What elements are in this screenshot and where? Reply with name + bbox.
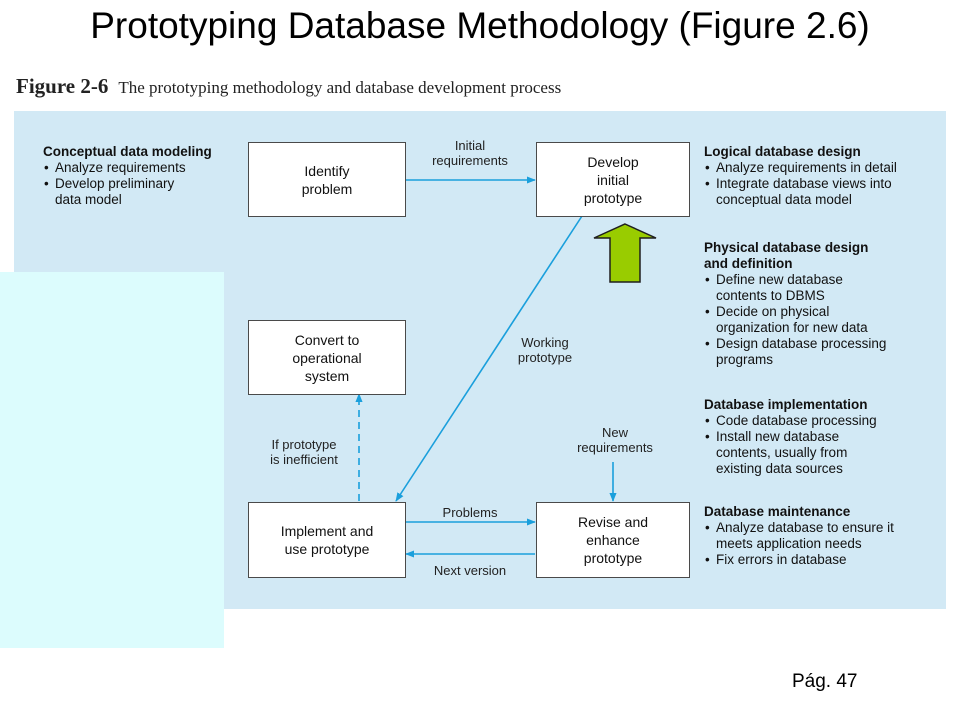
note-logical-database-design: Logical database design Analyze requirem… bbox=[704, 144, 940, 208]
box-convert-to-operational-system: Convert to operational system bbox=[248, 320, 406, 395]
arrow-develop-to-implement bbox=[395, 215, 583, 502]
label-working-prototype: Working prototype bbox=[517, 335, 573, 365]
note-item: Analyze requirements bbox=[43, 160, 243, 176]
page-number: Pág. 47 bbox=[792, 671, 858, 692]
box-identify-problem: Identify problem bbox=[248, 142, 406, 217]
label-next-version: Next version bbox=[433, 563, 507, 578]
label-problems: Problems bbox=[442, 505, 498, 520]
note-heading: Physical database design and definition bbox=[704, 240, 869, 271]
note-conceptual-data-modeling: Conceptual data modeling Analyze require… bbox=[43, 144, 243, 208]
note-item: Integrate database views into conceptual… bbox=[704, 176, 940, 208]
note-item: Develop preliminary data model bbox=[43, 176, 243, 208]
note-physical-database-design: Physical database design and definition … bbox=[704, 240, 940, 368]
box-revise-and-enhance-prototype: Revise and enhance prototype bbox=[536, 502, 690, 578]
note-item: Fix errors in database bbox=[704, 552, 940, 568]
note-database-maintenance: Database maintenance Analyze database to… bbox=[704, 504, 940, 568]
note-heading: Conceptual data modeling bbox=[43, 144, 212, 159]
slide-title: Prototyping Database Methodology (Figure… bbox=[90, 5, 870, 46]
note-database-implementation: Database implementation Code database pr… bbox=[704, 397, 940, 477]
up-arrow-icon bbox=[593, 223, 657, 283]
label-initial-requirements: Initial requirements bbox=[432, 138, 508, 168]
figure-caption: Figure 2-6 The prototyping methodology an… bbox=[16, 74, 561, 99]
note-item: Define new database contents to DBMS bbox=[704, 272, 940, 304]
note-item: Analyze database to ensure it meets appl… bbox=[704, 520, 940, 552]
note-heading: Database implementation bbox=[704, 397, 868, 412]
box-develop-initial-prototype: Develop initial prototype bbox=[536, 142, 690, 217]
overlay-panel bbox=[0, 272, 224, 648]
note-item: Decide on physical organization for new … bbox=[704, 304, 940, 336]
label-if-prototype-inefficient: If prototype is inefficient bbox=[270, 437, 338, 467]
note-item: Code database processing bbox=[704, 413, 940, 429]
note-item: Design database processing programs bbox=[704, 336, 940, 368]
note-heading: Database maintenance bbox=[704, 504, 851, 519]
note-item: Install new database contents, usually f… bbox=[704, 429, 940, 477]
note-heading: Logical database design bbox=[704, 144, 861, 159]
label-new-requirements: New requirements bbox=[577, 425, 653, 455]
figure-number: Figure 2-6 bbox=[16, 74, 109, 98]
box-implement-and-use-prototype: Implement and use prototype bbox=[248, 502, 406, 578]
figure-caption-text: The prototyping methodology and database… bbox=[118, 78, 562, 97]
note-item: Analyze requirements in detail bbox=[704, 160, 940, 176]
